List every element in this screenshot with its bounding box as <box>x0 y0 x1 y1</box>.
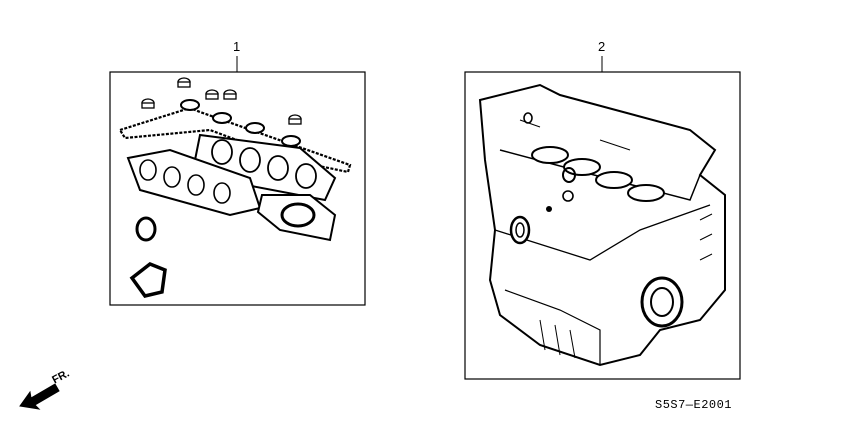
block-o-ring <box>523 112 533 124</box>
crankshaft-oil-seal <box>640 276 684 328</box>
gasket-kit-group[interactable] <box>109 56 366 306</box>
valve-stem-seals <box>141 77 302 125</box>
block-dowel-seal <box>562 190 574 202</box>
diagram-code: S5S7—E2001 <box>655 398 733 412</box>
exhaust-manifold-gasket <box>256 194 337 242</box>
side-oil-seal <box>509 215 531 245</box>
part1-callout[interactable]: 1 <box>233 39 241 54</box>
thermostat-gasket <box>129 262 167 298</box>
arrow-down-left-icon <box>19 383 60 410</box>
block-oil-seal-small <box>562 167 576 183</box>
o-ring <box>135 216 157 242</box>
cylinder-head-gasket <box>193 133 337 202</box>
part2-callout[interactable]: 2 <box>598 39 606 54</box>
block-ribbing <box>519 119 713 359</box>
spark-plug-tube-seals <box>180 99 301 147</box>
block-plug <box>546 206 552 212</box>
short-block-group[interactable] <box>464 56 741 380</box>
front-direction-indicator <box>19 383 60 410</box>
